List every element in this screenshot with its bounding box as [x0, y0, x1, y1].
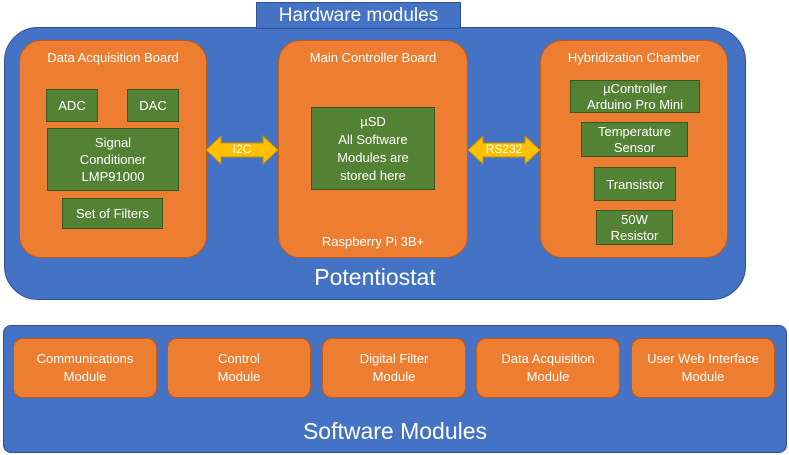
data-acquisition-module: Data Acquisition Module — [476, 338, 620, 398]
software-modules-label: Software Modules — [302, 418, 488, 444]
communications-module: Communications Module — [13, 338, 157, 398]
hardware-modules-tag: Hardware modules — [256, 2, 461, 29]
digital-filter-module: Digital Filter Module — [322, 338, 466, 398]
chamber-title: Hybridization Chamber — [567, 50, 701, 65]
rs232-label: RS232 — [485, 142, 523, 156]
sd-storage-component: µSD All Software Modules are stored here — [311, 107, 435, 190]
control-module: Control Module — [167, 338, 311, 398]
daq-board-title: Data Acquisition Board — [47, 50, 179, 65]
temperature-sensor-component: Temperature Sensor — [581, 122, 688, 157]
signal-conditioner-component: Signal Conditioner LMP91000 — [47, 128, 179, 191]
rs232-arrow — [467, 134, 541, 166]
microcontroller-component: µController Arduino Pro Mini — [570, 80, 700, 113]
transistor-component: Transistor — [594, 167, 676, 201]
potentiostat-label: Potentiostat — [314, 264, 436, 290]
user-web-interface-module: User Web Interface Module — [631, 338, 775, 398]
main-board-footer: Raspberry Pi 3B+ — [321, 234, 425, 249]
i2c-label: I2C — [232, 142, 252, 156]
main-board-title: Main Controller Board — [309, 50, 437, 65]
resistor-component: 50W Resistor — [596, 210, 673, 245]
adc-component: ADC — [46, 89, 98, 122]
dac-component: DAC — [127, 89, 179, 122]
i2c-arrow — [205, 134, 279, 166]
filters-component: Set of Filters — [62, 198, 163, 229]
